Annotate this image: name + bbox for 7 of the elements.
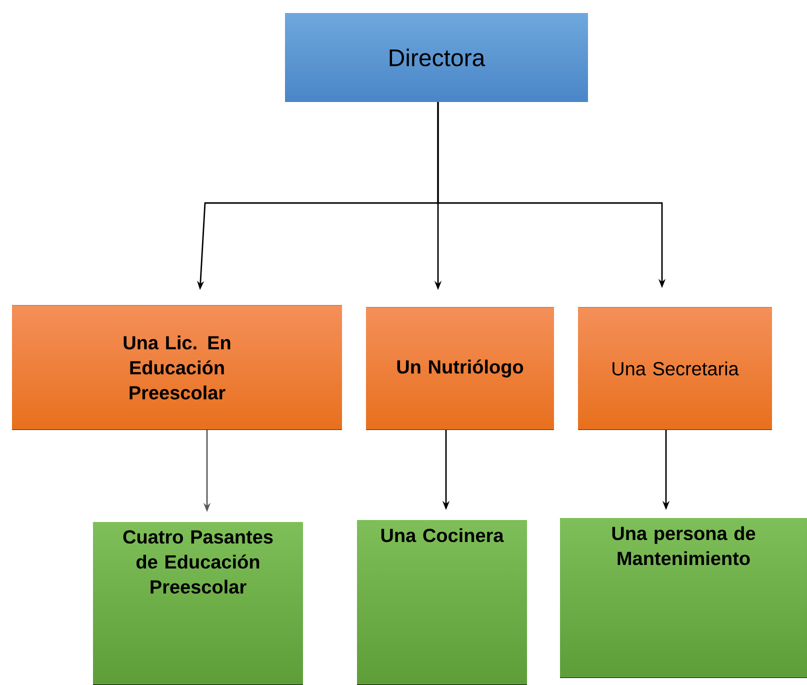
staff-box: Una Cocinera (357, 520, 527, 685)
role-box: Un Nutriólogo (366, 307, 554, 430)
staff-box: Una persona de Mantenimiento (560, 518, 807, 678)
staff-box: Cuatro Pasantes de Educación Preescolar (93, 522, 303, 685)
title-box: Directora (285, 13, 588, 102)
role-box: Una Secretaria (578, 307, 772, 430)
role-box: Una Lic. En Educación Preescolar (12, 305, 342, 430)
